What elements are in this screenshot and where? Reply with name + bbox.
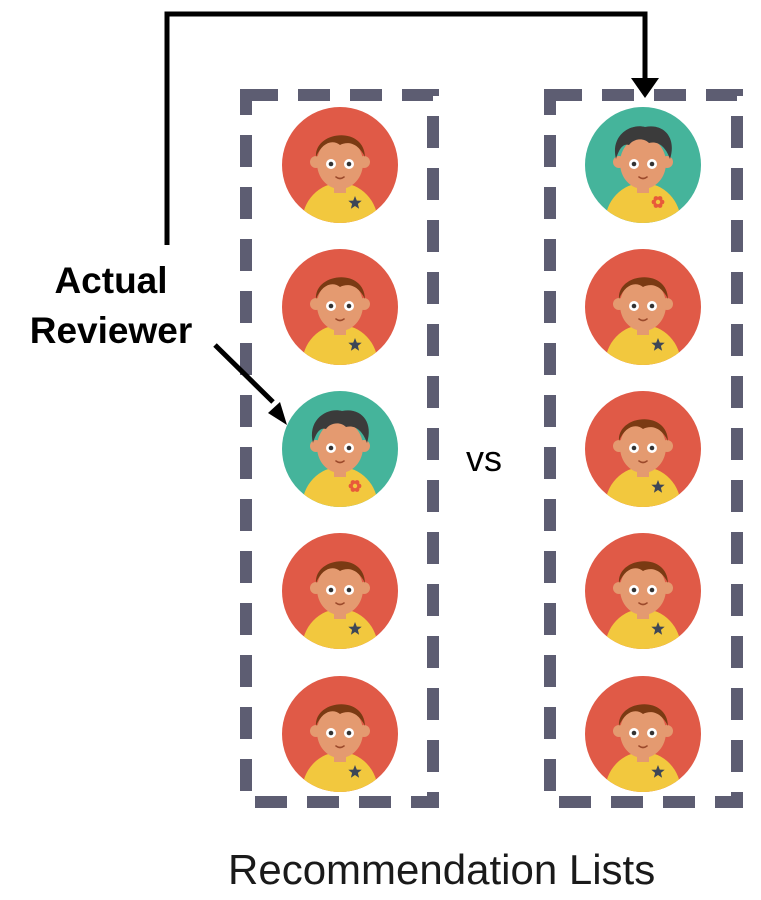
actual-reviewer-label: Actual Reviewer bbox=[6, 256, 216, 356]
reviewer-avatar bbox=[282, 249, 398, 365]
recommendation-lists-caption: Recommendation Lists bbox=[228, 846, 656, 893]
reviewer-avatar bbox=[585, 391, 701, 507]
reviewer-avatar-actual bbox=[282, 391, 398, 507]
reviewer-avatar bbox=[282, 107, 398, 223]
actual-reviewer-arrowhead bbox=[268, 402, 287, 425]
star-icon bbox=[348, 622, 362, 635]
flower-icon bbox=[651, 196, 665, 208]
flower-icon bbox=[348, 480, 362, 492]
star-icon bbox=[348, 338, 362, 351]
reviewer-avatar bbox=[282, 676, 398, 792]
reviewer-avatar bbox=[585, 533, 701, 649]
actual-reviewer-arrow bbox=[213, 343, 275, 404]
vs-label: vs bbox=[466, 438, 502, 479]
star-icon bbox=[651, 765, 665, 778]
actual-label-line2: Reviewer bbox=[29, 310, 193, 351]
star-icon bbox=[651, 480, 665, 493]
connector-line bbox=[164, 11, 648, 245]
reviewer-avatar bbox=[282, 533, 398, 649]
reviewer-avatar bbox=[585, 676, 701, 792]
star-icon bbox=[348, 765, 362, 778]
right-list-frame bbox=[544, 89, 743, 808]
reviewer-avatar-actual bbox=[585, 107, 701, 223]
actual-label-line1: Actual bbox=[54, 260, 168, 301]
star-icon bbox=[651, 338, 665, 351]
star-icon bbox=[348, 196, 362, 209]
connector-arrowhead bbox=[631, 78, 659, 98]
reviewer-avatar bbox=[585, 249, 701, 365]
star-icon bbox=[651, 622, 665, 635]
left-list-frame bbox=[240, 89, 439, 808]
